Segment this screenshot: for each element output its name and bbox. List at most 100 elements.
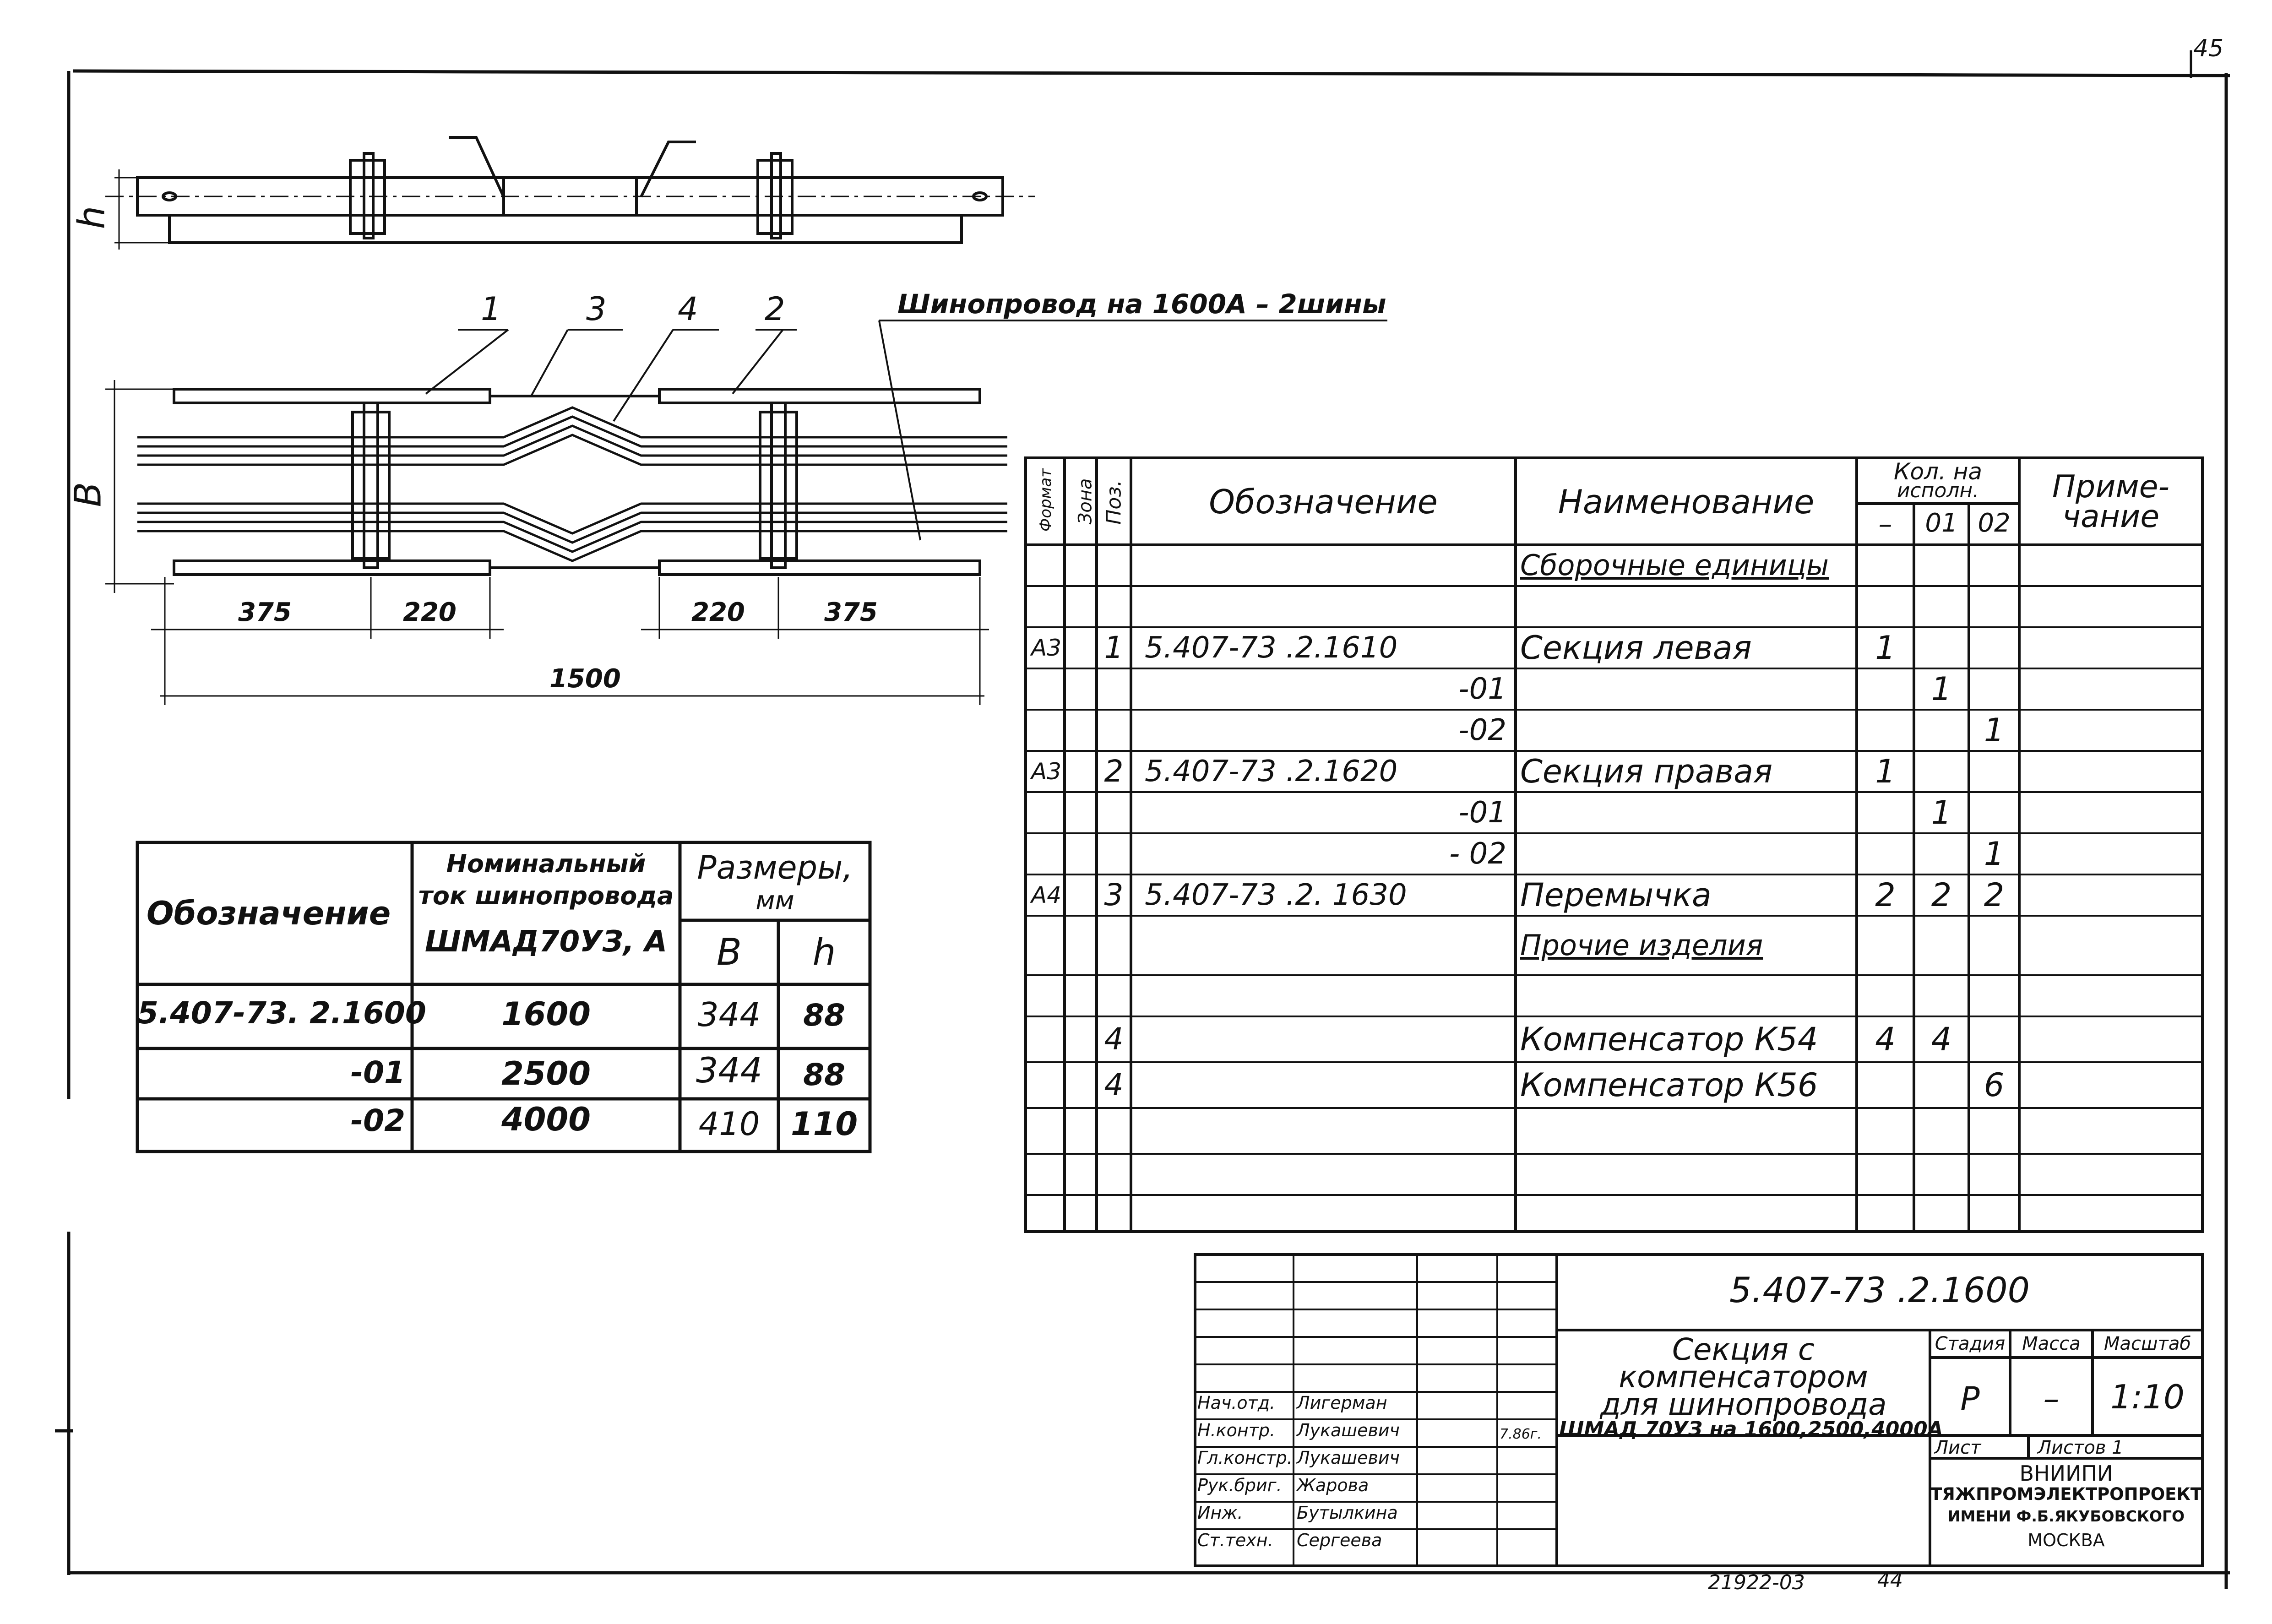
spec-row-designation: -02 <box>1458 713 1506 747</box>
spec-row-format: А4 <box>1031 882 1061 908</box>
spec-row-format: А3 <box>1031 635 1061 661</box>
staff-name: Лукашевич <box>1297 1420 1400 1440</box>
spec-row-qty-b: 1 <box>1931 670 1952 708</box>
sheet-label: Лист <box>1935 1437 1981 1458</box>
spec-row-qty-a: 4 <box>1875 1021 1896 1058</box>
dim-b-label: B <box>66 482 109 507</box>
staff-name: Жарова <box>1297 1475 1369 1495</box>
size-row-2-current: 2500 <box>501 1055 591 1092</box>
size-table-grid <box>136 841 872 1153</box>
size-header-current-3: ШМАД70УЗ, А <box>424 925 668 959</box>
spec-row-name: Компенсатор К56 <box>1520 1066 1818 1104</box>
spec-header-format: Формат <box>1036 468 1055 532</box>
size-header-h: h <box>812 931 836 973</box>
staff-role: Нач.отд. <box>1197 1393 1276 1413</box>
staff-role: Ст.техн. <box>1197 1530 1273 1550</box>
spec-header-qty-2: исполн. <box>1897 479 1979 502</box>
size-header-current-2: ток шинопровода <box>418 881 674 910</box>
staff-name: Сергеева <box>1297 1530 1382 1550</box>
spec-row-qty-b: 4 <box>1931 1021 1952 1058</box>
size-row-3-h: 110 <box>790 1105 858 1143</box>
title-line-1: Секция с <box>1672 1332 1815 1367</box>
org-line-1: ВНИИПИ <box>2019 1461 2113 1486</box>
dim-220-left: 220 <box>403 597 457 627</box>
spec-row-name: Секция правая <box>1520 753 1773 790</box>
dim-h-label: h <box>70 206 113 229</box>
stage-label: Стадия <box>1935 1333 2006 1354</box>
spec-row-qty-c: 1 <box>1984 835 2005 873</box>
spec-row-designation: 5.407-73 .2.1610 <box>1145 631 1398 665</box>
size-row-1-designation: 5.407-73. 2.1600 <box>137 995 426 1031</box>
scale-value: 1:10 <box>2110 1378 2185 1416</box>
spec-row-pos: 4 <box>1104 1067 1124 1103</box>
spec-row-name: Прочие изделия <box>1520 929 1763 962</box>
stage-value: Р <box>1960 1380 1980 1418</box>
size-header-sizes-2: мм <box>756 886 794 916</box>
spec-row-designation: 5.407-73 .2. 1630 <box>1145 878 1407 912</box>
staff-name: Бутылкина <box>1297 1503 1398 1523</box>
spec-header-qty-a: – <box>1878 508 1892 540</box>
spec-row-qty-a: 1 <box>1875 629 1896 667</box>
mass-value: – <box>2043 1380 2060 1418</box>
scale-label: Масштаб <box>2104 1333 2191 1354</box>
spec-row-qty-b: 2 <box>1931 876 1952 914</box>
size-header-designation: Обозначение <box>147 895 391 932</box>
size-row-2-designation: -01 <box>350 1055 405 1090</box>
staff-role: Н.контр. <box>1197 1420 1276 1440</box>
callout-4: 4 <box>678 290 698 328</box>
title-block-grid <box>1194 1253 2204 1567</box>
doc-code: 5.407-73 .2.1600 <box>1729 1270 2030 1310</box>
size-row-3-current: 4000 <box>501 1101 591 1138</box>
staff-role: Гл.констр. <box>1197 1448 1293 1468</box>
spec-row-designation: 5.407-73 .2.1620 <box>1145 755 1398 788</box>
size-header-sizes-1: Размеры, <box>697 849 853 886</box>
spec-row-designation: -01 <box>1458 672 1506 706</box>
spec-row-designation: -01 <box>1458 796 1506 830</box>
callout-2: 2 <box>765 290 785 328</box>
spec-row-name: Компенсатор К54 <box>1520 1021 1818 1058</box>
staff-name: Лукашевич <box>1297 1448 1400 1468</box>
size-header-b: B <box>717 931 742 973</box>
size-row-1-b: 344 <box>697 995 761 1034</box>
title-line-4: ШМАД 70УЗ на 1600,2500,4000А <box>1559 1418 1943 1441</box>
spec-header-qty-1: Кол. на <box>1893 458 1983 485</box>
spec-row-name: Секция левая <box>1520 629 1752 667</box>
spec-row-pos: 2 <box>1104 754 1124 789</box>
callout-3: 3 <box>586 290 607 328</box>
org-line-4: МОСКВА <box>2027 1530 2105 1550</box>
dim-375-left: 375 <box>238 597 292 627</box>
spec-row-qty-c: 6 <box>1984 1066 2005 1104</box>
dim-375-right: 375 <box>824 597 878 627</box>
spec-row-pos: 4 <box>1104 1021 1124 1057</box>
dim-220-right: 220 <box>691 597 745 627</box>
size-row-1-h: 88 <box>803 998 845 1033</box>
spec-header-note-1: Приме- <box>2052 469 2170 505</box>
spec-header-zone: Зона <box>1075 478 1096 525</box>
spec-row-qty-c: 2 <box>1984 876 2005 914</box>
size-row-3-b: 410 <box>698 1105 760 1143</box>
spec-row-designation: - 02 <box>1449 837 1506 871</box>
size-row-2-b: 344 <box>696 1050 763 1091</box>
dim-1500: 1500 <box>549 664 621 694</box>
bottom-sheet: 44 <box>1877 1569 1903 1592</box>
size-row-3-designation: -02 <box>350 1103 405 1138</box>
plan-view <box>105 320 1387 705</box>
bottom-code: 21922-03 <box>1708 1571 1805 1594</box>
spec-header-qty-c: 02 <box>1978 508 2011 538</box>
spec-header-name: Наименование <box>1558 483 1815 521</box>
spec-row-qty-a: 2 <box>1875 876 1896 914</box>
staff-role: Инж. <box>1197 1503 1243 1523</box>
org-line-3: ИМЕНИ Ф.Б.ЯКУБОВСКОГО <box>1947 1507 2185 1525</box>
spec-row-pos: 3 <box>1104 877 1124 912</box>
staff-name: Лигерман <box>1297 1393 1387 1413</box>
sheets-label: Листов 1 <box>2038 1437 2124 1458</box>
busbar-label: Шинопровод на 1600А – 2шины <box>897 288 1386 320</box>
page-number: 45 <box>2193 35 2224 62</box>
title-line-2: компенсатором <box>1619 1359 1868 1395</box>
size-row-1-current: 1600 <box>501 995 591 1033</box>
spec-row-name: Сборочные единицы <box>1520 549 1829 582</box>
spec-row-qty-b: 1 <box>1931 794 1952 831</box>
spec-row-format: А3 <box>1031 758 1061 785</box>
spec-header-qty-b: 01 <box>1925 508 1958 538</box>
